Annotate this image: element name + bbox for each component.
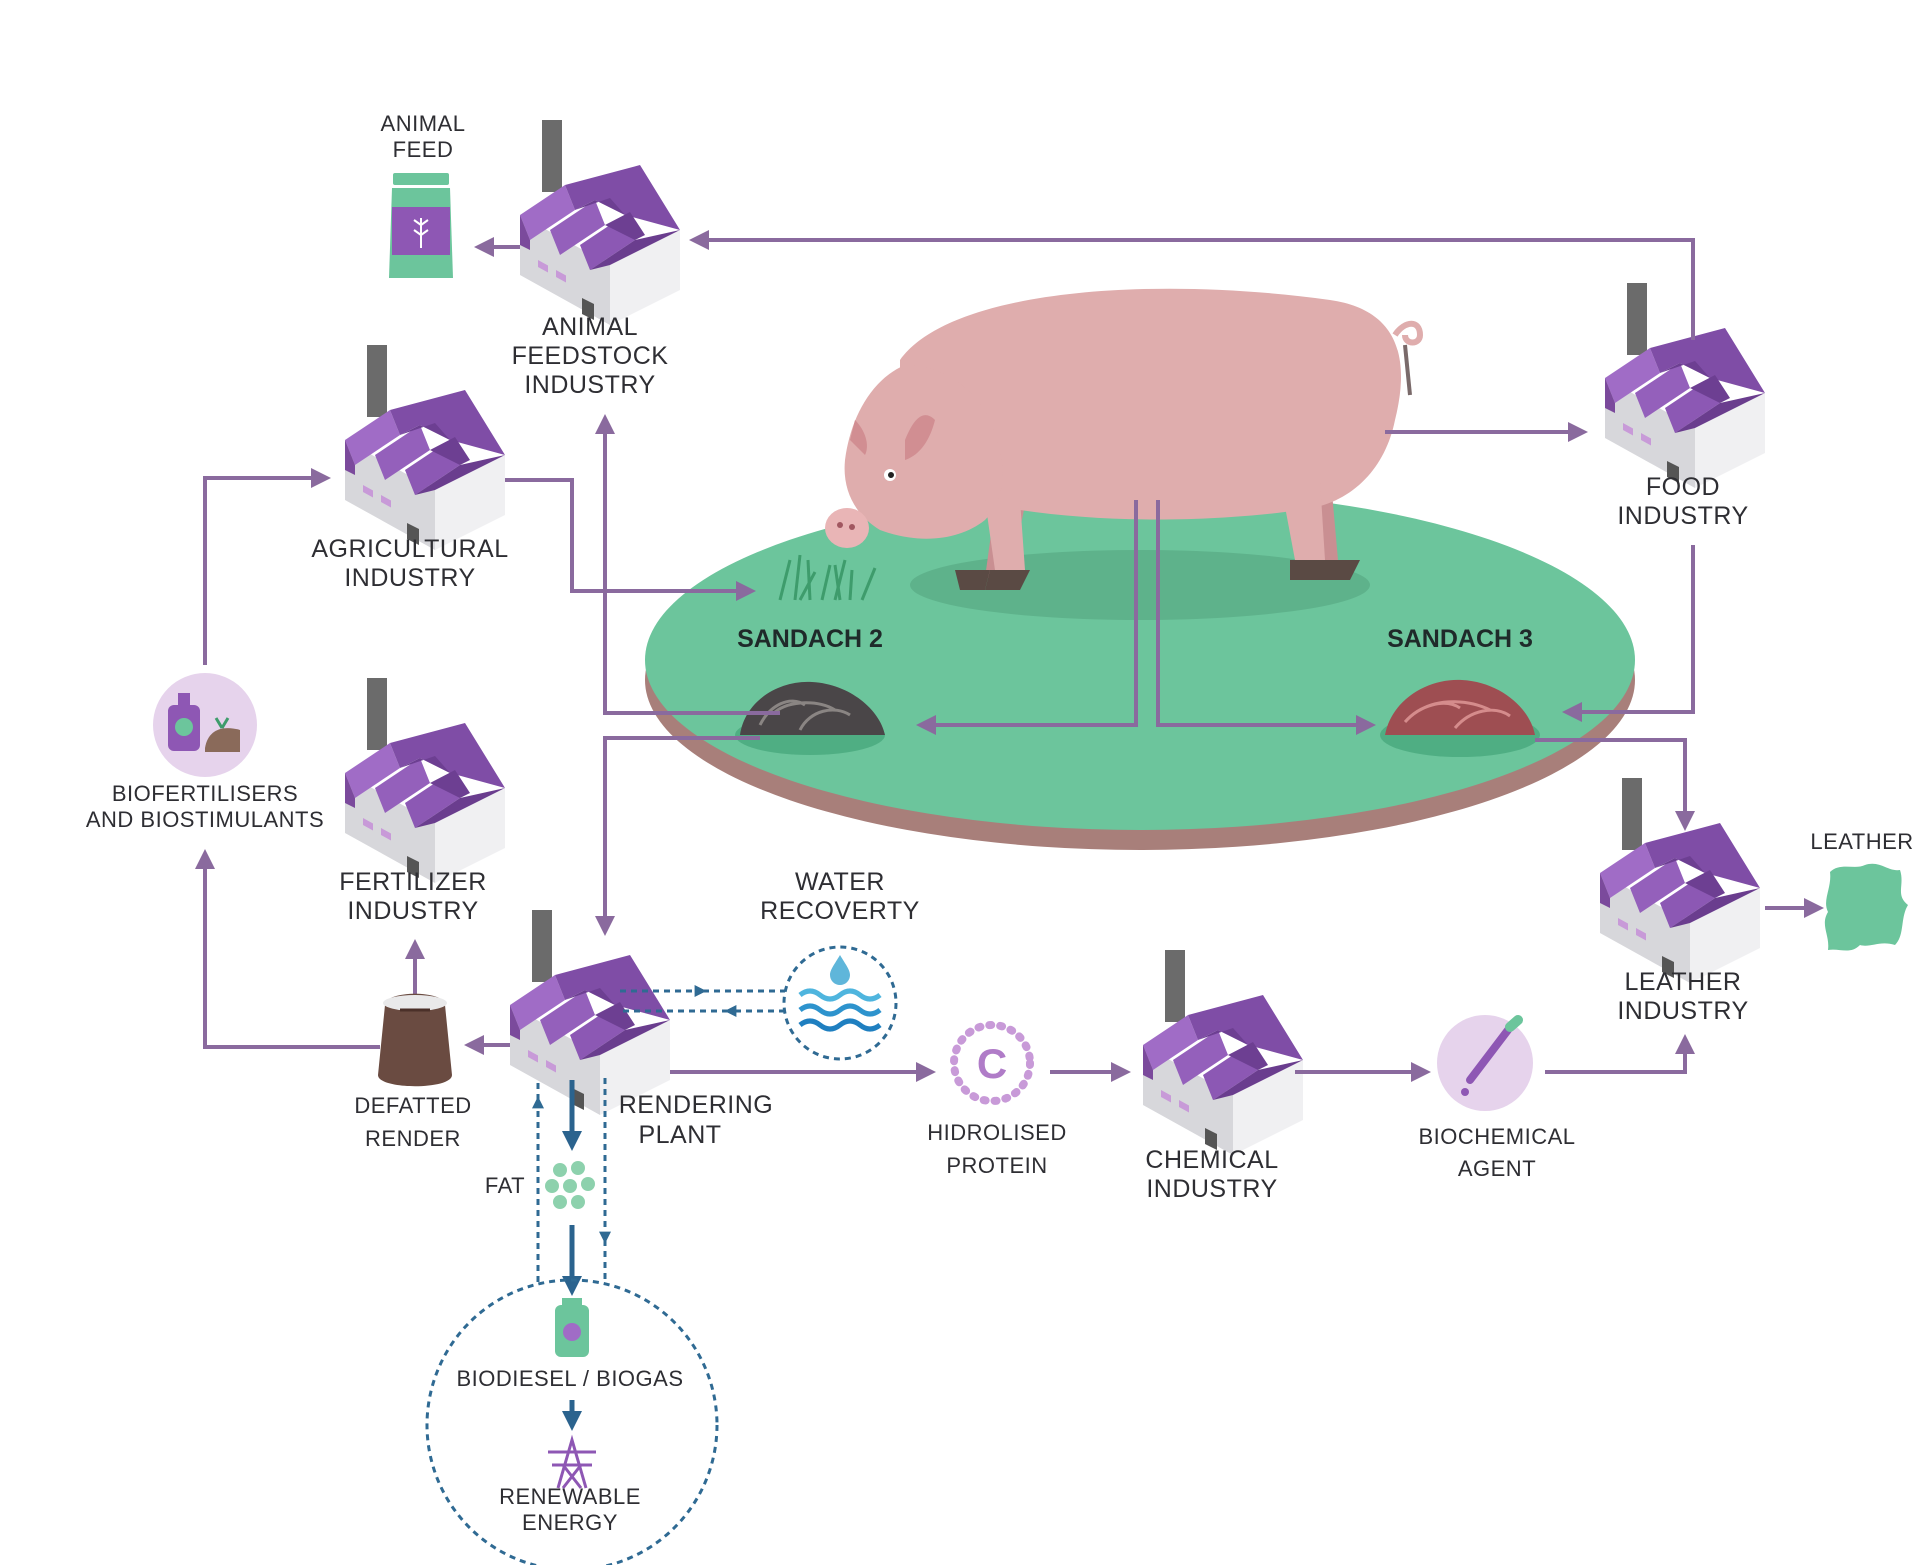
sandach3-pile (1380, 679, 1540, 757)
animal-feed-label-2: FEED (393, 137, 454, 162)
ground-platform (645, 490, 1635, 850)
water-recovery-label-1: WATER (795, 868, 885, 896)
chemical-industry-label-2: INDUSTRY (1146, 1175, 1277, 1203)
power-tower-icon (548, 1434, 596, 1489)
biodiesel-biogas-label: BIODIESEL / BIOGAS (456, 1366, 683, 1391)
leather-label: LEATHER (1810, 829, 1913, 854)
agricultural-label-1: AGRICULTURAL (311, 535, 508, 563)
leather-factory-icon (1600, 778, 1760, 983)
sandach2-pile (735, 681, 885, 755)
renewable-energy-label-2: ENERGY (522, 1510, 618, 1535)
agricultural-label-2: INDUSTRY (344, 564, 475, 592)
protein-symbol: C (977, 1040, 1007, 1087)
leather-hide-icon (1824, 863, 1908, 951)
biofertilisers-label-2: AND BIOSTIMULANTS (86, 807, 324, 832)
defatted-render-label-2: RENDER (365, 1126, 461, 1151)
biochemical-dropper-icon (1437, 1015, 1533, 1111)
animal-feedstock-label-1: ANIMAL (542, 313, 638, 341)
flow-arrows (195, 230, 1824, 1082)
defatted-render-label-1: DEFATTED (354, 1093, 471, 1118)
food-industry-label-1: FOOD (1646, 473, 1720, 501)
chemical-factory-icon (1143, 950, 1303, 1155)
hidrolised-protein-icon: C (950, 1021, 1034, 1105)
fertilizer-label-2: INDUSTRY (347, 897, 478, 925)
leather-industry-label-1: LEATHER (1625, 968, 1742, 996)
grass-icon (778, 554, 877, 601)
animal-feedstock-factory-icon (520, 120, 680, 325)
biofertilisers-label-1: BIOFERTILISERS (112, 781, 298, 806)
food-factory-icon (1605, 283, 1765, 488)
energy-chain (425, 1078, 719, 1565)
fat-label: FAT (485, 1173, 525, 1198)
biofertiliser-icon (153, 673, 257, 777)
water-recovery-label-2: RECOVERTY (760, 897, 920, 925)
animal-feedstock-label-3: INDUSTRY (524, 371, 655, 399)
biodiesel-canister-icon (555, 1298, 589, 1357)
sandach2-label: SANDACH 2 (737, 625, 883, 653)
animal-feed-bag-icon (389, 173, 453, 278)
biochemical-agent-label-2: AGENT (1458, 1156, 1536, 1181)
food-industry-label-2: INDUSTRY (1617, 502, 1748, 530)
sandach3-label: SANDACH 3 (1387, 625, 1533, 653)
leather-industry-label-2: INDUSTRY (1617, 997, 1748, 1025)
renewable-energy-label-1: RENEWABLE (499, 1484, 641, 1509)
labels: ANIMAL FEED ANIMAL FEEDSTOCK INDUSTRY AG… (86, 111, 1913, 1535)
animal-feed-label-1: ANIMAL (381, 111, 466, 136)
hidrolised-protein-label-2: PROTEIN (946, 1153, 1047, 1178)
defatted-render-sack-icon (378, 993, 452, 1087)
animal-feedstock-label-2: FEEDSTOCK (512, 342, 669, 370)
rendering-plant-label-2: PLANT (638, 1121, 721, 1149)
fertilizer-factory-icon (345, 678, 505, 883)
chemical-industry-label-1: CHEMICAL (1145, 1146, 1278, 1174)
pig-illustration (825, 288, 1424, 590)
fat-droplets-icon (545, 1161, 595, 1209)
rendering-plant-label-1: RENDERING (619, 1091, 774, 1119)
hidrolised-protein-label-1: HIDROLISED (927, 1120, 1066, 1145)
water-waves-icon (798, 955, 882, 1032)
fertilizer-label-1: FERTILIZER (339, 868, 487, 896)
biochemical-agent-label-1: BIOCHEMICAL (1418, 1124, 1575, 1149)
agricultural-factory-icon (345, 345, 505, 550)
